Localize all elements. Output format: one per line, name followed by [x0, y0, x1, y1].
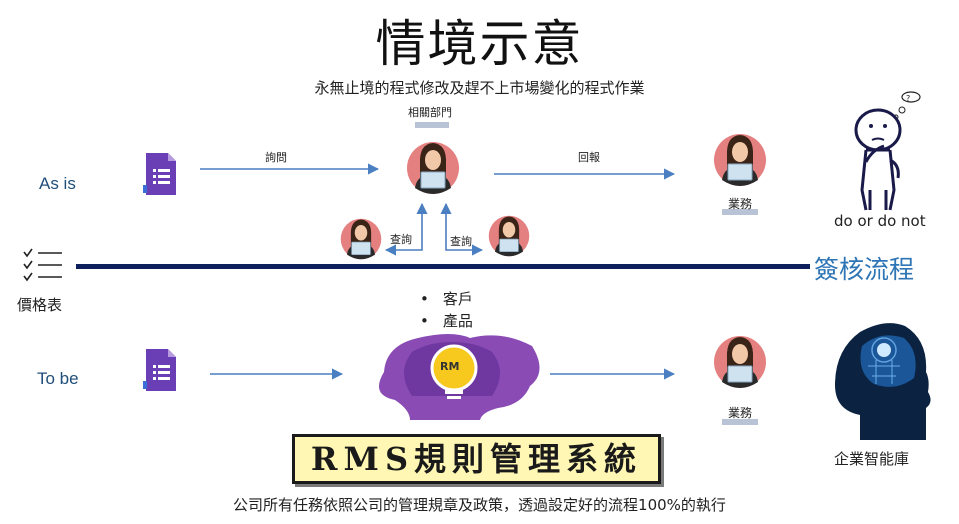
ask-label: 詢問 [265, 151, 287, 164]
dept-person-icon [406, 141, 460, 195]
rms-title-box: RMS規則管理系統 [292, 434, 661, 484]
rm-head-bulb-icon [378, 334, 540, 420]
brain-caption: 企業智能庫 [834, 450, 910, 468]
rm-input-product: 產品 [420, 310, 473, 332]
rm-label: RM [440, 360, 460, 373]
page-title: 情境示意 [375, 15, 584, 73]
ai-brain-head-icon [835, 323, 931, 440]
approval-flow-label: 簽核流程 [814, 255, 915, 284]
reply-label: 回報 [578, 151, 600, 164]
query-left-arrow [384, 202, 428, 256]
checklist-icon [23, 248, 62, 282]
think-caption: do or do not [834, 212, 926, 230]
as-is-form-icon [143, 153, 176, 195]
svg-text:?: ? [906, 94, 910, 103]
as-is-sales-bar [722, 209, 758, 215]
thinking-person-icon: ? [854, 91, 921, 211]
query-left-label: 查詢 [390, 233, 412, 246]
to-be-form-icon [143, 349, 176, 391]
rm-inputs-list: 客戶 產品 [420, 288, 473, 332]
as-is-label: As is [39, 174, 76, 193]
to-be-label: To be [37, 369, 79, 388]
process-divider [76, 264, 810, 269]
query-right-person-icon [488, 215, 530, 257]
to-be-sales-bar [722, 419, 758, 425]
as-is-sales-person-icon [713, 133, 767, 187]
rm-input-customer: 客戶 [420, 288, 473, 310]
to-be-sales-person-icon [713, 335, 767, 389]
dept-label-bar [415, 122, 449, 128]
query-right-arrow [440, 202, 484, 256]
footer-text: 公司所有任務依照公司的管理規章及政策，透過設定好的流程100%的執行 [233, 496, 726, 514]
query-right-label: 查詢 [450, 235, 472, 248]
as-is-sales-label: 業務 [727, 197, 752, 211]
to-be-sales-label: 業務 [727, 406, 752, 420]
query-left-person-icon [340, 218, 382, 260]
dept-label: 相關部門 [408, 106, 452, 119]
page-subtitle: 永無止境的程式修改及趕不上市場變化的程式作業 [314, 79, 645, 97]
price-list-label: 價格表 [17, 296, 63, 314]
